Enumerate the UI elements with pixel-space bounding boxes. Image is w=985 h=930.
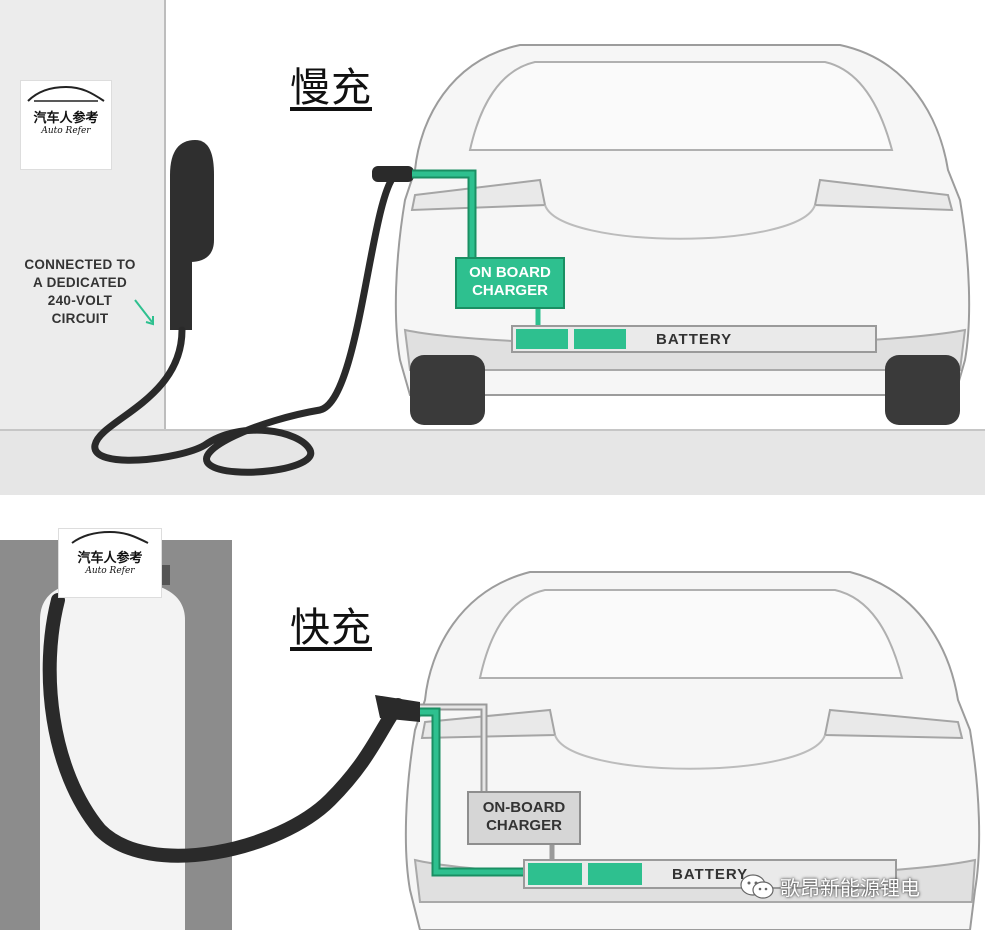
- auto-refer-logo: 汽车人参考 Auto Refer: [20, 80, 112, 170]
- logo-brand: 汽车人参考: [33, 111, 99, 126]
- circuit-note-line: CIRCUIT: [51, 311, 109, 326]
- battery-pack: [523, 859, 897, 889]
- logo-sub: Auto Refer: [41, 126, 91, 136]
- rear-right-wheel: [885, 355, 960, 425]
- charger-label-line: ON-BOARD: [482, 799, 566, 816]
- battery-cell-1: [528, 863, 582, 885]
- wechat-icon: [740, 873, 774, 899]
- fast-charging-illustration: [0, 540, 981, 930]
- onboard-charger-label: ON BOARD CHARGER: [456, 264, 564, 300]
- charging-plug: [372, 166, 414, 182]
- circuit-note-line: 240-VOLT: [47, 293, 113, 308]
- wall-conduit: [170, 250, 192, 330]
- battery-pack: [511, 325, 877, 353]
- wechat-watermark: 歌昂新能源锂电: [740, 872, 920, 901]
- supercharger-cable: [42, 593, 405, 863]
- logo-brand: 汽车人参考: [77, 551, 143, 566]
- onboard-charger-box: [467, 791, 581, 845]
- auto-refer-logo: 汽车人参考 Auto Refer: [58, 528, 162, 598]
- supercharger-face: [40, 580, 185, 930]
- battery-cell-2: [588, 863, 642, 885]
- supercharger-plug: [375, 695, 420, 722]
- charger-label-line: CHARGER: [472, 282, 548, 299]
- watermark-text: 歌昂新能源锂电: [780, 876, 920, 900]
- onboard-charger-box: [455, 257, 565, 309]
- panel-divider: [0, 495, 985, 510]
- circuit-note: CONNECTED TO A DEDICATED 240-VOLT CIRCUI…: [10, 256, 150, 328]
- floor: [0, 430, 985, 495]
- battery-cell-2: [574, 329, 626, 349]
- car-rear: [394, 44, 971, 425]
- circuit-note-line: A DEDICATED: [32, 275, 128, 290]
- battery-label: BATTERY: [672, 866, 749, 883]
- slow-charging-illustration: [0, 0, 985, 495]
- wall-charger-unit: [170, 140, 214, 262]
- charger-label-line: CHARGER: [486, 817, 562, 834]
- fast-charging-panel: 快充 ON-BOARD CHARGER BATTERY 汽车人参考 Auto R…: [0, 510, 985, 930]
- wall: [0, 0, 165, 495]
- charger-label-line: ON BOARD: [469, 264, 551, 281]
- battery-label: BATTERY: [656, 331, 733, 348]
- slow-charging-panel: 慢充 CONNECTED TO A DEDICATED 240-VOLT CIR…: [0, 0, 985, 495]
- logo-sub: Auto Refer: [85, 566, 135, 576]
- battery-cell-1: [516, 329, 568, 349]
- fast-charging-title: 快充: [290, 605, 372, 651]
- circuit-note-line: CONNECTED TO: [24, 257, 136, 272]
- onboard-charger-label: ON-BOARD CHARGER: [468, 799, 580, 835]
- car-logo-icon: [71, 530, 149, 544]
- rear-left-wheel: [410, 355, 485, 425]
- car-logo-icon: [27, 85, 105, 102]
- charging-cable: [91, 168, 414, 476]
- slow-charging-title: 慢充: [290, 65, 372, 111]
